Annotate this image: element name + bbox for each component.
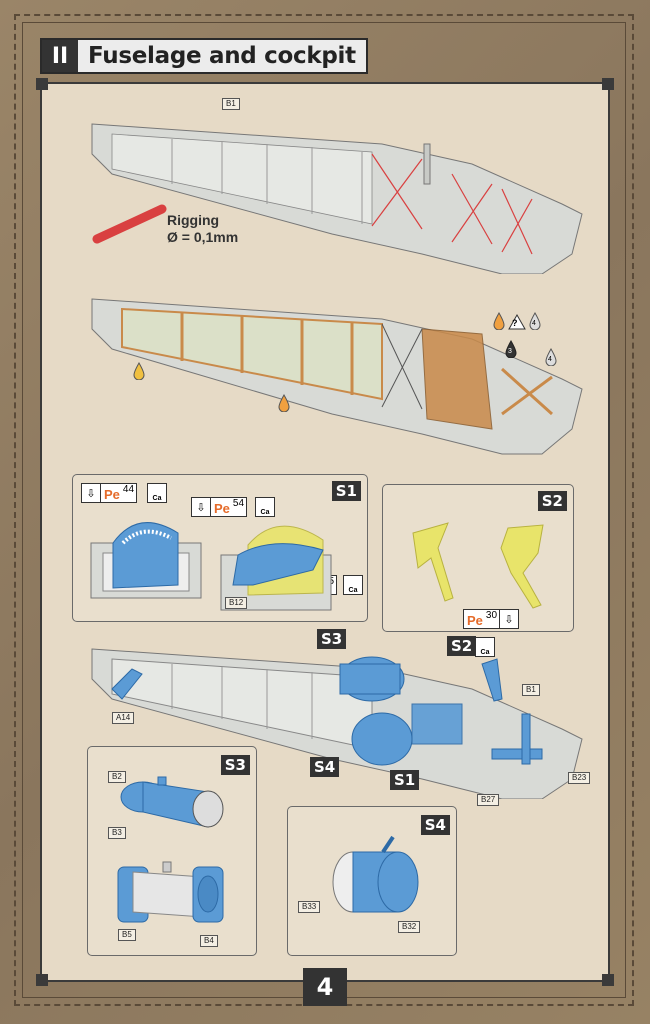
paint-drop-icon — [529, 312, 541, 330]
part-label-b5: B5 — [118, 929, 136, 941]
paint-triangle-icon — [508, 314, 526, 330]
part-label-a14: A14 — [112, 712, 135, 724]
part-label-b23: B23 — [568, 772, 591, 784]
corner-square — [36, 78, 48, 90]
pe-reference: ⇩ Pe 54 — [191, 497, 248, 517]
pe-label: Pe — [467, 613, 483, 628]
rigging-text: Rigging Ø = 0,1mm — [167, 212, 238, 246]
s4-badge: S4 — [420, 815, 450, 835]
fuselage-assembly-illustration — [91, 648, 583, 799]
fuselage-side-illustration — [91, 123, 583, 274]
down-arrow-icon: ⇩ — [82, 484, 101, 502]
subassembly-s3-panel: S3 B2 B3 B5 B4 — [87, 746, 257, 956]
corner-square — [602, 78, 614, 90]
callout-question: ? — [512, 318, 518, 328]
part-label-b1: B1 — [522, 684, 540, 696]
glue-drop-icon — [133, 362, 145, 380]
assembly-s4-badge: S4 — [310, 757, 340, 777]
down-arrow-icon: ⇩ — [499, 610, 518, 628]
assembly-s2-badge: S2 — [447, 636, 477, 656]
step-title: Fuselage and cockpit — [88, 43, 356, 69]
callout-3: 3 — [508, 348, 512, 355]
control-stick-photoetch-illustration — [412, 522, 544, 609]
callout-4b: 4 — [548, 356, 552, 363]
ca-glue-icon: Ca — [475, 637, 495, 657]
assembly-s3-badge: S3 — [317, 629, 347, 649]
pe-reference: Pe 30 ⇩ — [463, 609, 520, 629]
pe-label: Pe — [104, 487, 120, 502]
rigging-diameter: Ø = 0,1mm — [167, 229, 239, 245]
s3-badge: S3 — [220, 755, 250, 775]
pe-reference: ⇩ Pe 44 — [81, 483, 138, 503]
part-label-b12: B12 — [225, 597, 248, 609]
rigging-wire-icon — [92, 204, 167, 244]
subassembly-s2-panel: S2 Pe 30 ⇩ — [382, 484, 574, 632]
s2-badge: S2 — [537, 491, 567, 511]
fuel-tank-open-illustration — [117, 861, 224, 923]
part-label-b4: B4 — [200, 935, 218, 947]
seat-illustration — [90, 522, 202, 599]
glue-drop-icon — [493, 312, 505, 330]
fuselage-frame-illustration — [91, 298, 583, 455]
subassembly-s4-panel: S4 B33 B32 — [287, 806, 457, 956]
callout-4: 4 — [532, 320, 536, 327]
corner-square — [36, 974, 48, 986]
step-header: II Fuselage and cockpit — [40, 38, 368, 74]
part-label-b2: B2 — [108, 771, 126, 783]
corner-square — [602, 974, 614, 986]
subassembly-s1-panel: S1 ⇩ Pe 44 Ca ⇩ Pe 54 Ca ⇩ Pe 55 Ca — [72, 474, 368, 622]
s1-badge: S1 — [331, 481, 361, 501]
glue-drop-icon — [278, 394, 290, 412]
part-label-b33: B33 — [298, 901, 321, 913]
page-number: 4 — [303, 968, 347, 1006]
ca-glue-icon: Ca — [147, 483, 167, 503]
instruction-content: B1 Rigging Ø = 0,1mm ? 4 — [36, 78, 614, 986]
part-label-b27: B27 — [477, 794, 500, 806]
part-label-b32: B32 — [398, 921, 421, 933]
pe-number: 54 — [232, 498, 245, 509]
ca-glue-icon: Ca — [343, 575, 363, 595]
assembly-s1-badge: S1 — [390, 770, 420, 790]
fuel-tank-illustration — [120, 776, 224, 828]
pe-label: Pe — [214, 501, 230, 516]
part-label-b1: B1 — [222, 98, 240, 110]
part-label-b3: B3 — [108, 827, 126, 839]
gravity-tank-illustration — [332, 835, 419, 913]
down-arrow-icon: ⇩ — [192, 498, 211, 516]
paint-drop-icon — [545, 348, 557, 366]
pe-number: 44 — [122, 484, 135, 495]
step-number: II — [42, 40, 78, 72]
paint-drop-icon — [505, 340, 517, 358]
pe-number: 30 — [485, 610, 498, 621]
rigging-label: Rigging — [167, 212, 220, 228]
ca-glue-icon: Ca — [255, 497, 275, 517]
